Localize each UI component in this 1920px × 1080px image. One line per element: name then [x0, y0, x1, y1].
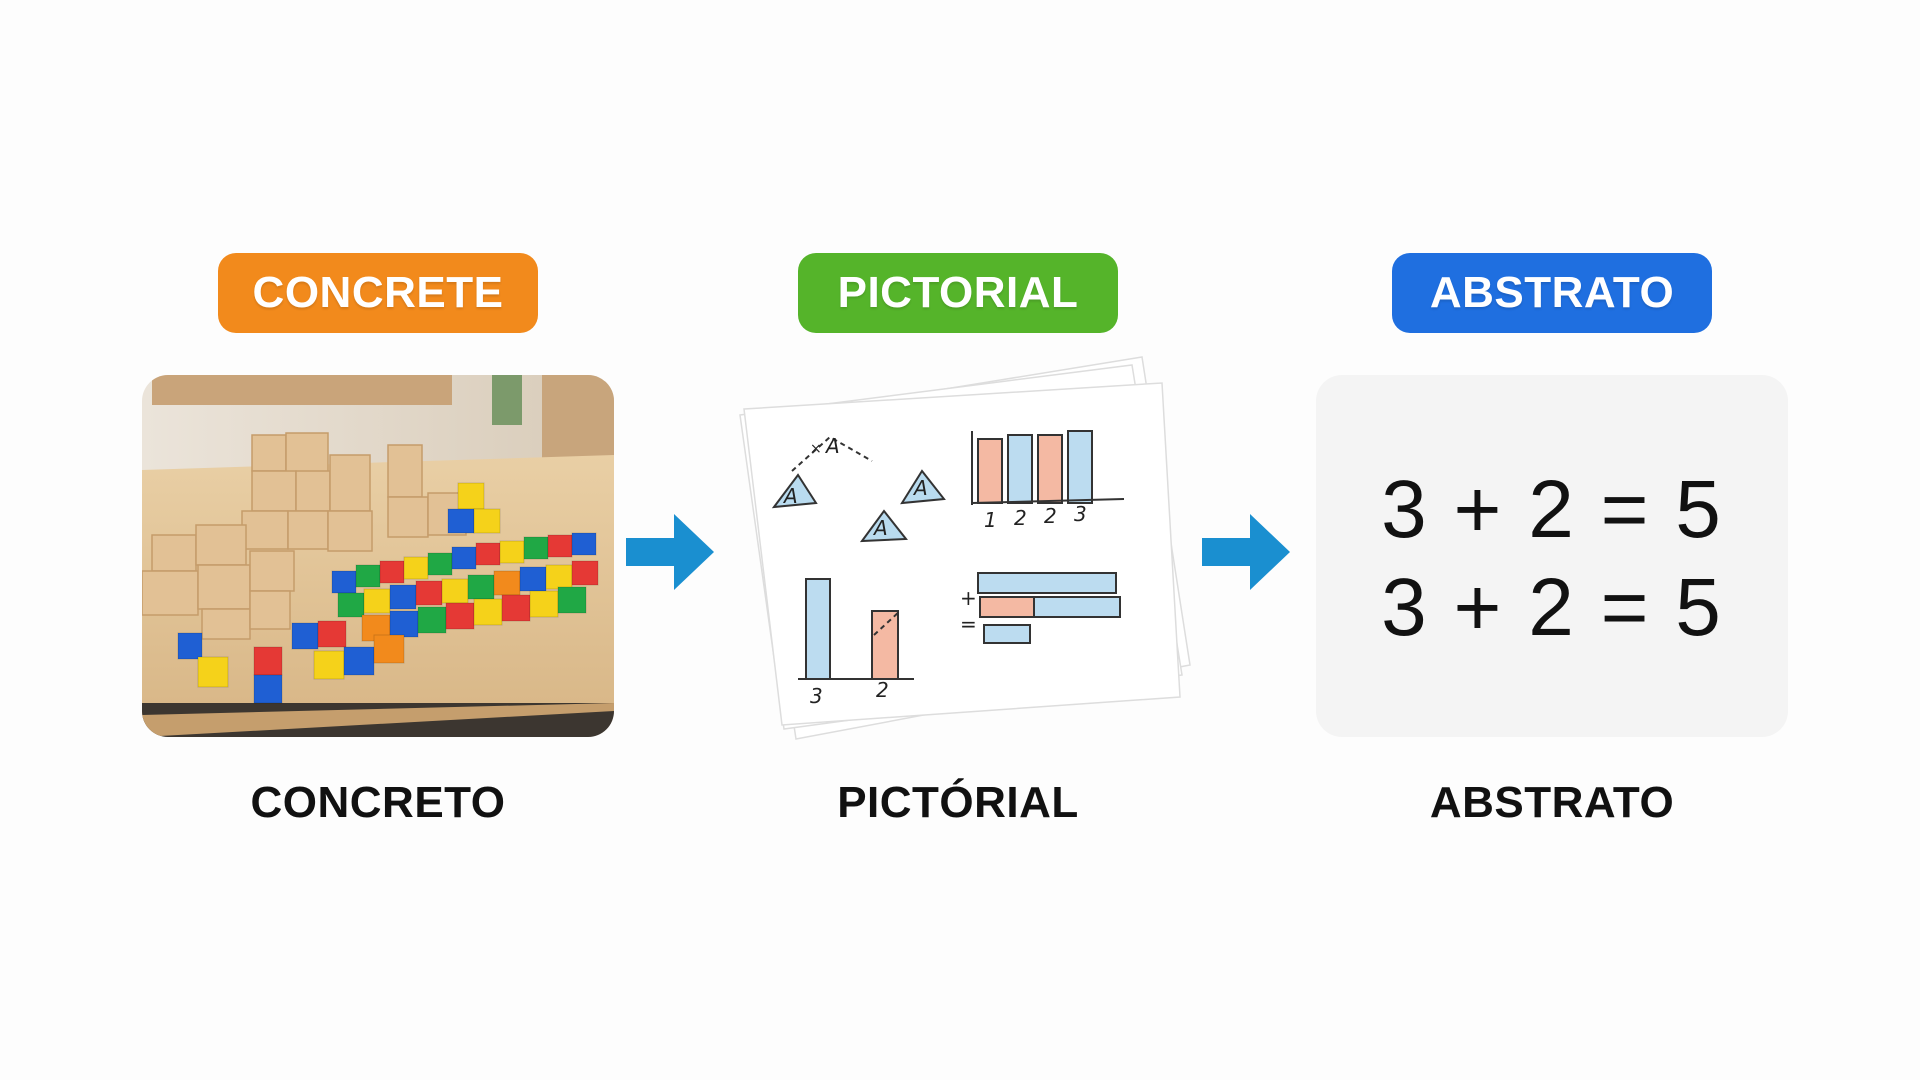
bar-number: 3	[810, 684, 823, 708]
caption-pictorial: PICTÓRIAL	[837, 778, 1079, 827]
triangle-label: A	[872, 516, 888, 540]
bar-number: 2	[1014, 506, 1027, 530]
pictorial-drawing: A A A A × 1 2 2 3 + = 3 2	[739, 356, 1191, 740]
cross-mark: ×	[810, 441, 822, 457]
bar-number: 2	[876, 678, 889, 702]
bar-number: 1	[984, 508, 997, 532]
stage-abstract: ABSTRATO 3 + 2 = 5 3 + 2 = 5 ABSTRATO	[1292, 0, 1812, 1080]
triangle-label: A	[782, 484, 798, 508]
badge-concrete: CONCRETE	[218, 253, 538, 333]
badge-pictorial: PICTORIAL	[798, 253, 1118, 333]
bar-number: 3	[1074, 502, 1087, 526]
pictorial-sheets: A A A A × 1 2 2 3 + = 3 2	[722, 356, 1194, 740]
stage-concrete: CONCRETE	[118, 0, 638, 1080]
blocks-illustration	[142, 375, 614, 737]
equation-card: 3 + 2 = 5 3 + 2 = 5	[1316, 375, 1788, 737]
equation-line: 3 + 2 = 5	[1381, 464, 1723, 555]
stage-pictorial: PICTORIAL	[698, 0, 1218, 1080]
arrow-right-icon	[1202, 514, 1290, 590]
caption-abstract: ABSTRATO	[1429, 778, 1675, 827]
bar-number: 2	[1044, 504, 1057, 528]
badge-abstract: ABSTRATO	[1392, 253, 1712, 333]
plus-sign: +	[960, 586, 977, 610]
triangle-label: A	[912, 476, 928, 500]
equals-sign: =	[960, 612, 977, 636]
equation-line: 3 + 2 = 5	[1381, 562, 1723, 653]
caption-concrete: CONCRETO	[250, 778, 506, 827]
blocks-photo	[142, 375, 614, 737]
triangle-label: A	[824, 434, 840, 458]
arrow-right-icon	[626, 514, 714, 590]
